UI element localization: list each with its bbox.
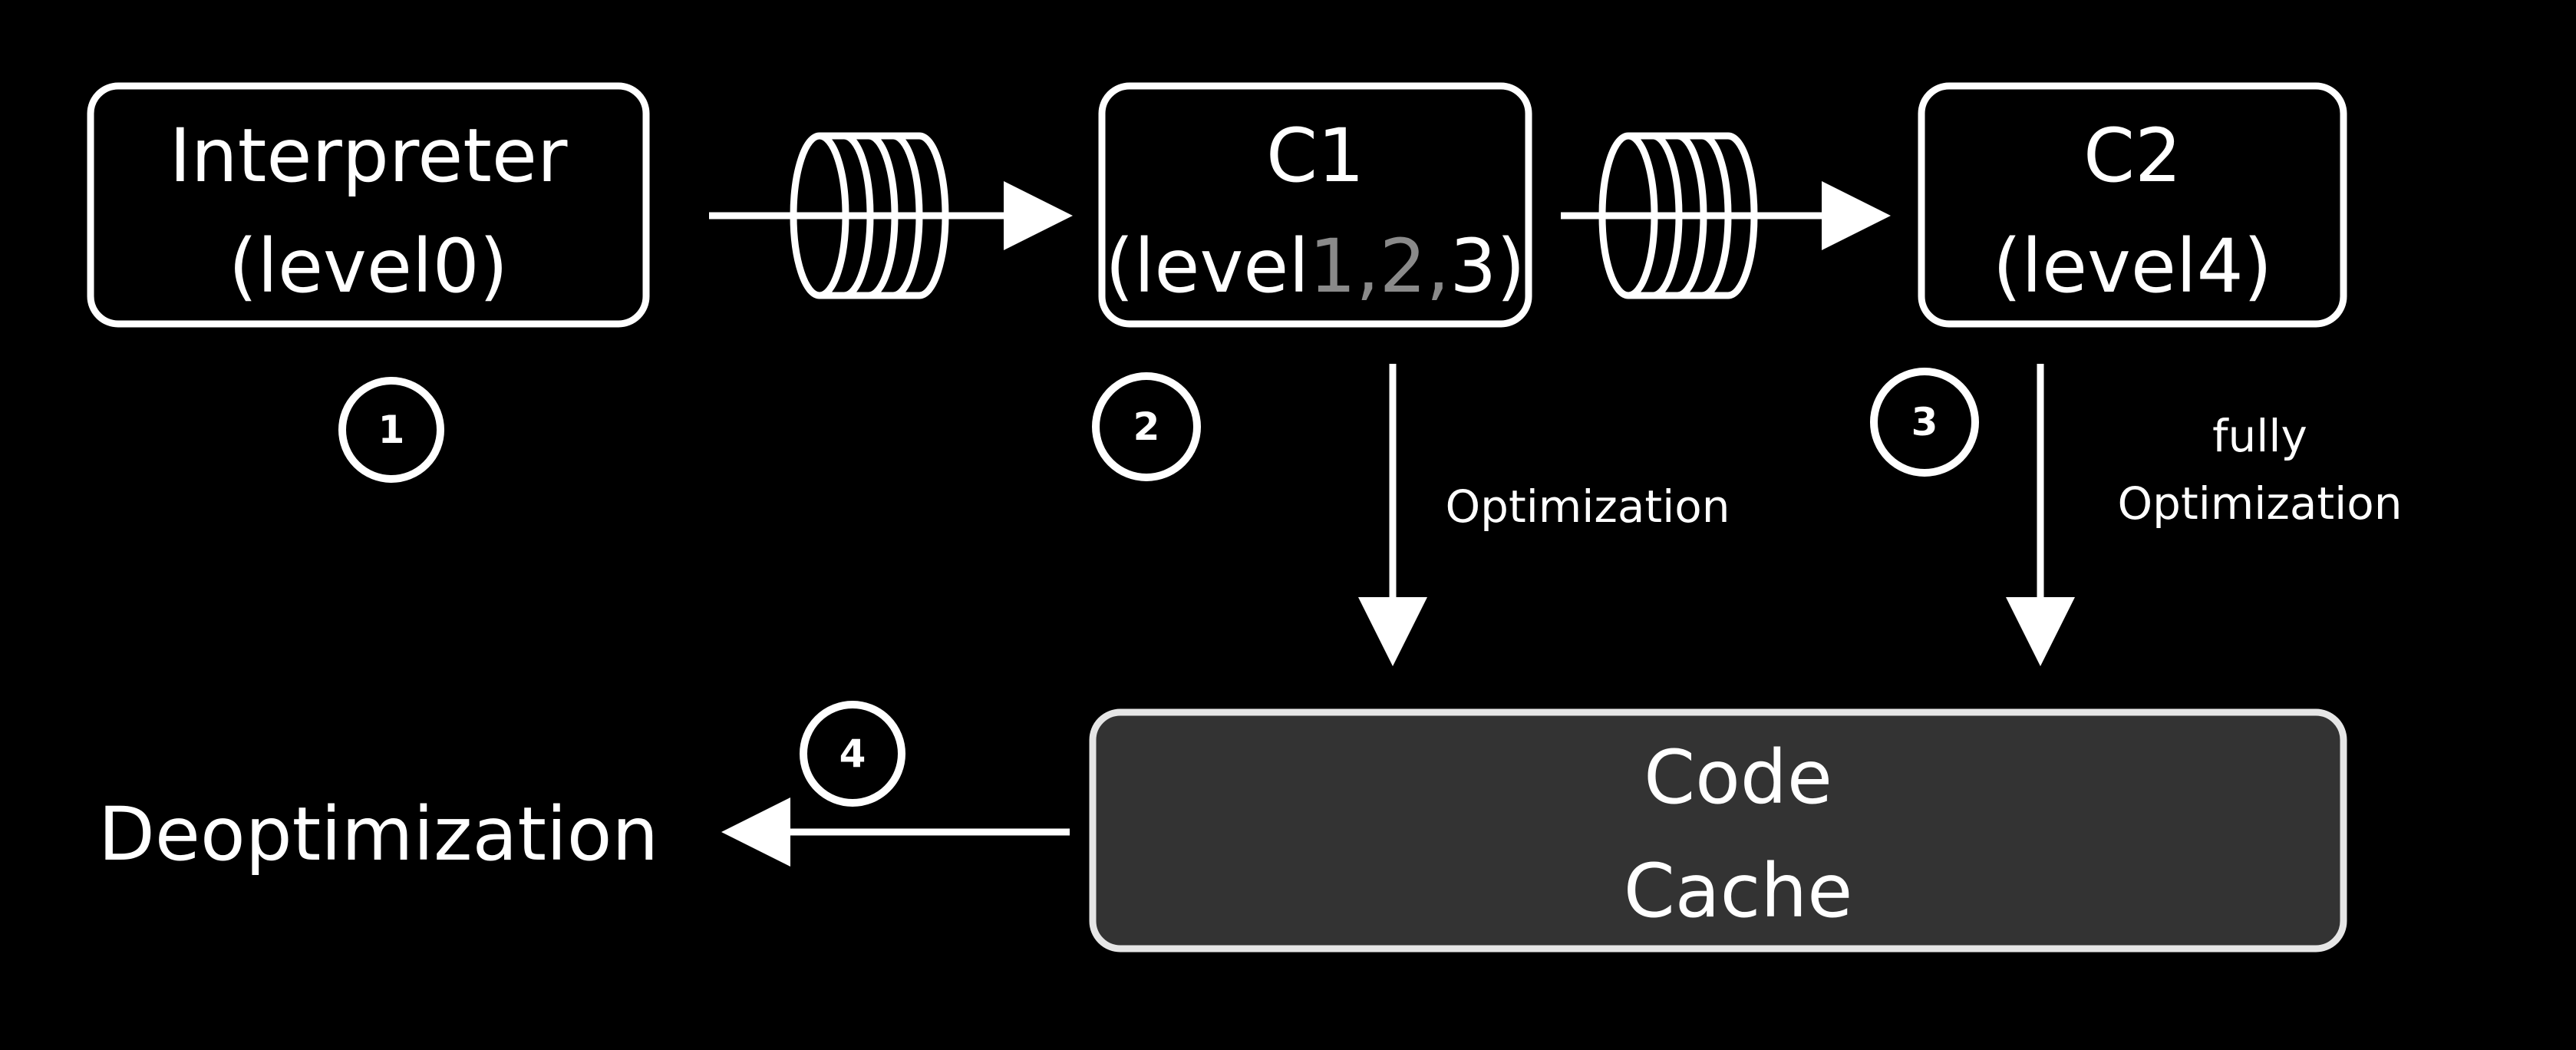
interpreter-to-c1-edge xyxy=(709,132,1073,299)
c1-node: C1 (level1,2,3) xyxy=(1098,82,1532,328)
c1-level-2: 2 xyxy=(1380,223,1427,309)
interpreter-level: (level0) xyxy=(229,223,508,309)
c1-box xyxy=(1098,82,1532,328)
interpreter-node: Interpreter (level0) xyxy=(87,82,650,328)
c1-to-cache-edge: Optimization xyxy=(1358,364,1730,666)
c1-level-1: 1 xyxy=(1309,223,1356,309)
fully-optimization-label-line2: Optimization xyxy=(2117,477,2402,530)
code-cache-line2: Cache xyxy=(1624,848,1853,934)
optimization-label: Optimization xyxy=(1445,480,1730,533)
code-cache-box xyxy=(1089,708,2347,953)
c2-node: C2 (level4) xyxy=(1918,82,2347,328)
c2-title: C2 xyxy=(2083,113,2182,199)
c1-level-sep-1: , xyxy=(1356,223,1380,309)
c1-to-c2-edge xyxy=(1561,132,1891,299)
badge-1: 1 xyxy=(338,377,444,483)
interpreter-title: Interpreter xyxy=(170,113,568,199)
badge-4-label: 4 xyxy=(839,731,866,776)
badge-2: 2 xyxy=(1092,372,1201,481)
c1-level: (level1,2,3) xyxy=(1105,223,1525,309)
badge-2-label: 2 xyxy=(1133,404,1160,449)
badge-1-label: 1 xyxy=(378,408,405,452)
badge-3-label: 3 xyxy=(1911,400,1938,444)
badge-4: 4 xyxy=(800,701,905,807)
c1-level-suffix: 3) xyxy=(1450,223,1525,309)
c2-box xyxy=(1918,82,2347,328)
badge-3: 3 xyxy=(1870,368,1979,477)
c1-level-sep-2: , xyxy=(1427,223,1450,309)
interpreter-box xyxy=(87,82,650,328)
deoptimization-label: Deoptimization xyxy=(98,791,658,877)
queue-cylinder-icon xyxy=(790,132,950,299)
c2-level: (level4) xyxy=(1993,223,2272,309)
fully-optimization-label-line1: fully xyxy=(2212,410,2307,462)
queue-cylinder-icon xyxy=(1598,132,1759,299)
code-cache-node: Code Cache xyxy=(1089,708,2347,953)
code-cache-line1: Code xyxy=(1644,735,1832,821)
c1-title: C1 xyxy=(1266,113,1364,199)
c1-level-prefix: (level xyxy=(1105,223,1309,309)
c2-to-cache-edge: fully Optimization xyxy=(2006,364,2403,666)
